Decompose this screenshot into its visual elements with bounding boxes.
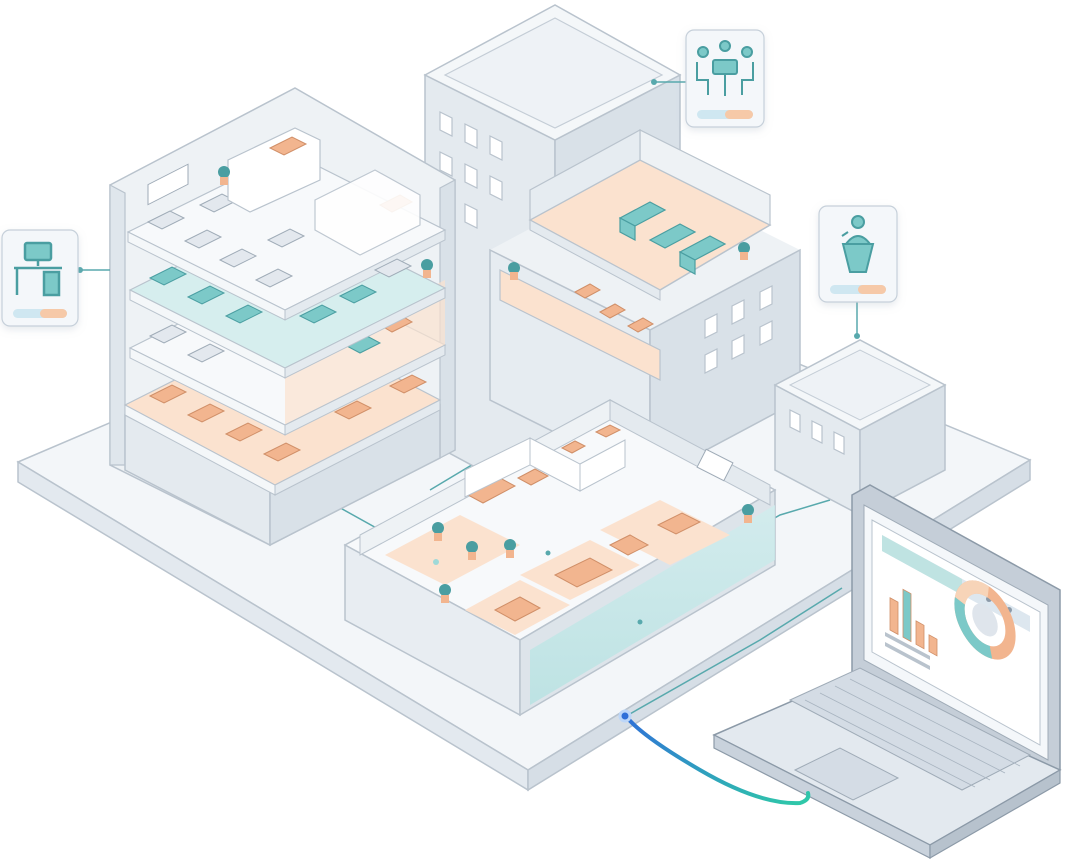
- plant-icon: [432, 504, 754, 603]
- small-building: [773, 339, 947, 517]
- meeting-icon: [696, 40, 754, 96]
- dashboard-bar: [902, 588, 912, 643]
- presenter-icon: [841, 215, 875, 273]
- lounge-sofa: [618, 201, 727, 275]
- presenter-card[interactable]: [818, 205, 898, 339]
- keyboard: [804, 678, 1021, 788]
- dashboard-bar: [928, 634, 938, 657]
- dashboard-donut-chart: [954, 580, 1016, 660]
- front-office-floor: [343, 399, 777, 717]
- workstation-icon: [14, 241, 62, 297]
- plant-icon: [218, 166, 433, 278]
- meeting-card[interactable]: [651, 29, 765, 128]
- main-office-building: [109, 87, 456, 547]
- laptop[interactable]: [712, 484, 1062, 860]
- plant-icon: [508, 242, 750, 280]
- dashboard-bar: [915, 620, 925, 650]
- laptop-network-cable: [618, 709, 811, 806]
- desk-orange: [148, 374, 428, 462]
- workstation-card[interactable]: [1, 229, 110, 327]
- dashboard-bar: [889, 597, 899, 636]
- dashboard-bar-chart: [889, 588, 938, 657]
